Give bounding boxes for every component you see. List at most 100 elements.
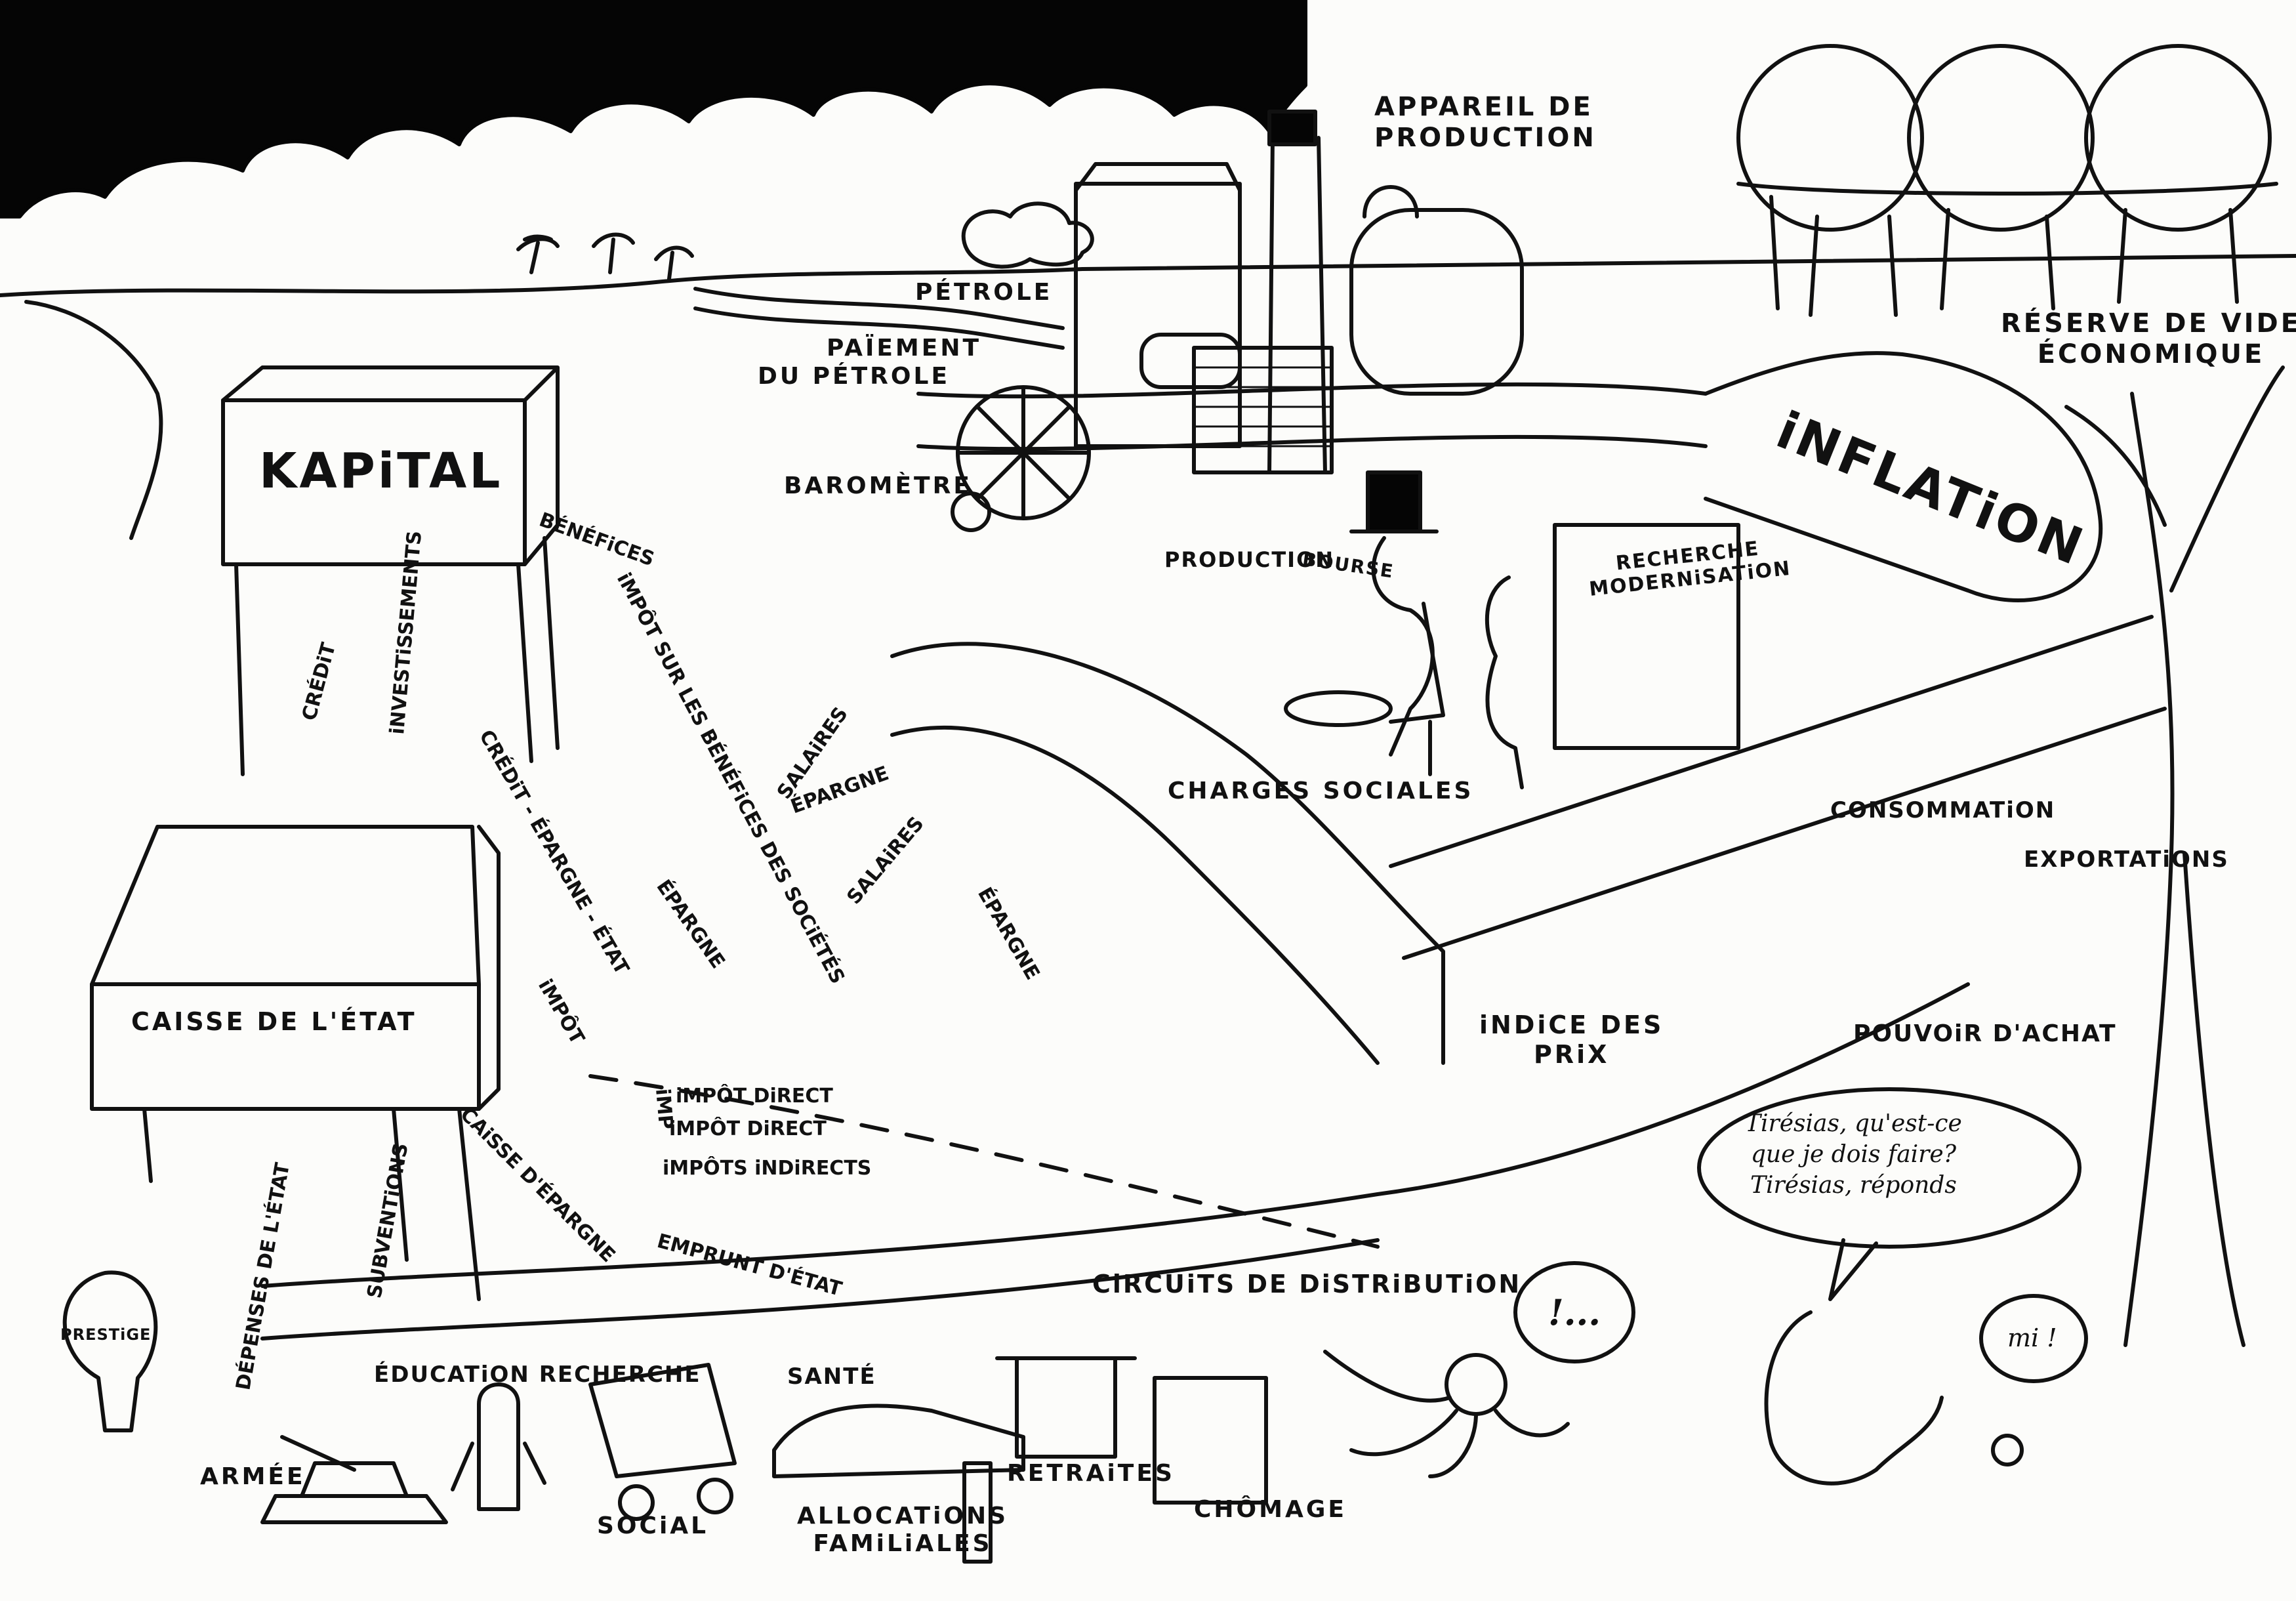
radiator xyxy=(1153,1376,1268,1505)
pipe-impots-indirects: iMPÔTS iNDiRECTS xyxy=(663,1155,871,1180)
label-prestige: PRESTiGE xyxy=(60,1325,152,1344)
barometer xyxy=(951,491,991,532)
brick-lines xyxy=(1193,366,1333,447)
smoke-cloud xyxy=(0,0,1307,218)
researcher xyxy=(1485,575,1524,789)
pipe-salaires-2: SALAiRES xyxy=(842,812,928,909)
cooking-pot xyxy=(995,1356,1137,1459)
tank xyxy=(260,1435,448,1524)
ground-pipe-2 xyxy=(260,1238,1380,1341)
label-paiement-2: DU PÉTROLE xyxy=(758,363,951,390)
top-hat xyxy=(1366,470,1422,533)
ground-pipe-1 xyxy=(260,982,1970,1288)
speech-tiresias: Tirésias, qu'est-ce que je dois faire? T… xyxy=(1745,1110,1962,1199)
boiler xyxy=(1349,208,1524,396)
label-circuits: CiRCUiTS DE DiSTRiBUTiON xyxy=(1092,1270,1522,1299)
pram xyxy=(588,1363,737,1478)
palm-2 xyxy=(592,232,635,274)
caisse-legs xyxy=(142,1107,481,1301)
label-allocations: ALLOCATiONS FAMiLiALES xyxy=(797,1503,1009,1558)
pipe-impot-benefices: iMPÔT SUR LES BÉNÉFiCES DES SOCiÉTÉS xyxy=(612,568,850,988)
main-pipe-2 xyxy=(890,725,1380,1065)
label-exportations: EXPORTATiONS xyxy=(2024,846,2229,873)
reserve-sphere-3 xyxy=(2084,44,2272,232)
research-machine xyxy=(1553,523,1740,750)
speech-exclaim: !... xyxy=(1548,1291,1601,1333)
pram-wheel-2 xyxy=(697,1478,733,1514)
label-petrole: PÉTROLE xyxy=(915,279,1053,306)
label-education: ÉDUCATiON RECHERCHE xyxy=(374,1362,701,1388)
tiresias-bubble xyxy=(1697,1087,2081,1249)
flywheel-spokes xyxy=(956,385,1091,520)
kapital-legs xyxy=(234,536,560,776)
label-chomage: CHÔMAGE xyxy=(1194,1496,1347,1523)
horizon-line xyxy=(0,254,2296,297)
small-cloud xyxy=(961,201,1094,269)
label-sante: SANTÉ xyxy=(787,1363,876,1390)
reserve-sphere-1 xyxy=(1736,44,1924,232)
light-bulb xyxy=(62,1270,158,1432)
robot xyxy=(451,1383,546,1511)
piston-cylinder xyxy=(1139,333,1242,389)
foot-basin xyxy=(1284,690,1393,727)
palm-1 xyxy=(516,234,560,274)
label-retraites: RETRAiTES xyxy=(1007,1460,1175,1487)
pipe-investissements: iNVESTiSSEMENTS xyxy=(386,530,426,735)
label-paiement-1: PAÏEMENT xyxy=(827,335,982,362)
road-lines xyxy=(588,1074,1380,1249)
label-consommation: CONSOMMATiON xyxy=(1830,797,2056,823)
reserve-sphere-2 xyxy=(1907,44,2095,232)
factory-roof xyxy=(1074,162,1242,192)
label-kapital: KAPiTAL xyxy=(259,443,503,499)
reserve-legs xyxy=(1769,195,2239,317)
pipe-caisse-epargne: CAiSSE D'ÉPARGNE xyxy=(455,1102,620,1267)
kapital-tank xyxy=(221,398,527,566)
label-pouvoir: POUVOiR D'ACHAT xyxy=(1853,1020,2117,1047)
pipe-epargne-2: ÉPARGNE xyxy=(651,875,729,973)
pram-wheel-1 xyxy=(618,1484,655,1521)
horizontal-pipe xyxy=(916,382,1708,451)
octopus-head xyxy=(1445,1353,1507,1416)
pipe-benefices: BÉNÉFiCES xyxy=(536,508,657,572)
pipe-impot-direct-2: iMPÔT DiRECT xyxy=(669,1116,827,1140)
cliff-left xyxy=(24,300,163,540)
label-appareil: APPAREIL DE PRODUCTION xyxy=(1374,92,1597,154)
bottle xyxy=(962,1461,993,1564)
mi-bubble xyxy=(1979,1294,2088,1383)
tiresias-figure xyxy=(1764,1310,1944,1486)
pipe-depenses: DÉPENSES DE L'ÉTAT xyxy=(231,1161,295,1392)
reserve-ring xyxy=(1736,182,2278,196)
label-armee: ARMÉE xyxy=(200,1463,306,1490)
palm-3 xyxy=(654,245,694,281)
label-indice: iNDiCE DES PRiX xyxy=(1479,1010,1664,1069)
speech-mi: mi ! xyxy=(2007,1323,2057,1352)
exclaim-bubble xyxy=(1513,1261,1635,1363)
inflation-bulb xyxy=(1704,351,2103,602)
label-caisse: CAISSE DE L'ÉTAT xyxy=(131,1007,417,1036)
brick-block xyxy=(1192,346,1334,474)
kapital-tank-top xyxy=(221,365,560,566)
pipe-epargne-3: ÉPARGNE xyxy=(973,883,1044,984)
caisse-tank-top xyxy=(90,825,501,1111)
pipe-credit: CRÉDiT xyxy=(297,640,340,723)
snail xyxy=(1991,1434,2024,1466)
capitalist-body xyxy=(1371,536,1435,757)
label-barometre: BAROMÈTRE xyxy=(784,472,972,499)
pipe-impot: iMPÔT xyxy=(533,975,590,1049)
chair xyxy=(1389,602,1445,776)
tiresias-bubble-tail xyxy=(1828,1238,1878,1301)
ambulance xyxy=(772,1403,1025,1478)
chimney-top xyxy=(1267,110,1317,146)
main-pipe xyxy=(890,642,1445,1065)
label-social: SOCiAL xyxy=(597,1512,709,1539)
pipe-imp: iMP xyxy=(651,1088,677,1131)
label-reserve: RÉSERVE DE VIDE ÉCONOMIQUE xyxy=(2001,308,2296,370)
boiler-dome xyxy=(1363,185,1419,218)
oil-pipeline-2 xyxy=(693,306,1065,350)
oil-pipeline xyxy=(693,287,1065,330)
label-charges: CHARGES SOCIALES xyxy=(1168,778,1474,804)
long-pipe-right xyxy=(1389,615,2167,960)
octopus-tentacles xyxy=(1323,1350,1570,1478)
chimney xyxy=(1267,136,1327,474)
